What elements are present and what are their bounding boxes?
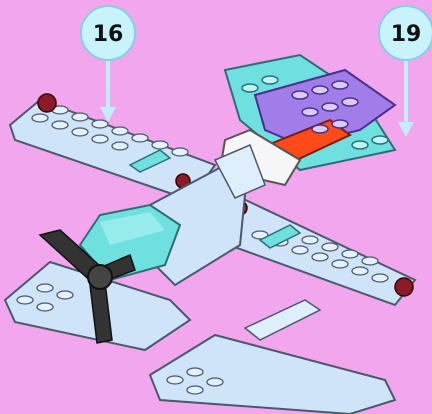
callout-19-label: 19 xyxy=(391,22,422,47)
callout-19: 19 xyxy=(379,6,432,137)
callout-16: 16 xyxy=(81,6,135,122)
callout-16-label: 16 xyxy=(93,22,124,47)
